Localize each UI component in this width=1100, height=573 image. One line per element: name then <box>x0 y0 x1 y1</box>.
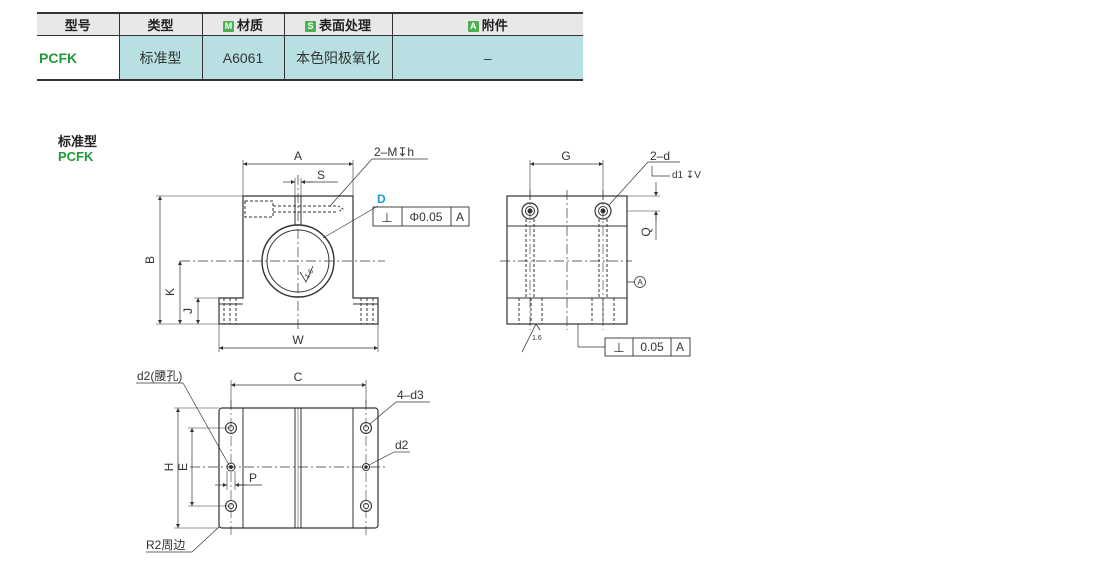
dim-g-label: G <box>561 149 570 163</box>
cell-accessory: – <box>391 35 583 81</box>
hole-d1-label: d1 ↧V <box>672 170 701 181</box>
dim-w-label: W <box>292 333 304 347</box>
table-row: PCFK 标准型 A6061 本色阳极氧化 – <box>37 35 583 81</box>
perpendicularity-icon: ⊥ <box>381 210 392 225</box>
side-view <box>500 160 691 357</box>
top-view <box>136 380 430 553</box>
front-view-labels: A S 2–M↧h D ⊥ Φ0.05 A B K J W 1.6 <box>143 145 464 347</box>
cell-surface: 本色阳极氧化 <box>283 35 393 81</box>
header-accessory-label: 附件 <box>481 18 508 33</box>
dim-d-label: D <box>377 192 386 206</box>
side-view-labels: G 2–d d1 ↧V Q A 1.6 ⊥ 0.05 A <box>532 149 701 355</box>
hole-thread-label: 2–M↧h <box>374 145 414 159</box>
datum-a-marker: A <box>637 278 643 287</box>
tolerance-datum: A <box>456 210 464 224</box>
accessory-tag-icon: A <box>467 21 479 32</box>
drawing-title: 标准型 PCFK <box>58 134 97 164</box>
hole-d2-label: d2 <box>395 438 409 452</box>
dim-s-label: S <box>317 168 325 182</box>
dim-c-label: C <box>294 370 303 384</box>
dim-p-label: P <box>249 471 257 485</box>
side-perpendicularity-icon: ⊥ <box>613 340 624 355</box>
dim-a-label: A <box>294 149 302 163</box>
header-type: 类型 <box>118 12 203 36</box>
dim-q-label: Q <box>639 227 653 236</box>
header-model: 型号 <box>37 12 120 36</box>
front-view <box>156 158 470 352</box>
surface-tag-icon: S <box>304 21 316 32</box>
dim-h-label: H <box>162 463 176 472</box>
drawing-title-type: 标准型 <box>58 134 98 149</box>
side-tolerance-datum: A <box>676 340 684 354</box>
cell-type: 标准型 <box>118 35 203 81</box>
slot-d2-label: d2(腰孔) <box>137 369 182 383</box>
fillet-r2-label: R2周边 <box>146 538 185 552</box>
dim-j-label: J <box>181 308 195 314</box>
top-view-labels: C d2(腰孔) 4–d3 d2 H E P R2周边 <box>137 369 424 552</box>
tolerance-value: Φ0.05 <box>410 210 443 224</box>
hole-d3-label: 4–d3 <box>397 388 424 402</box>
hole-d-label: 2–d <box>650 149 670 163</box>
dim-b-label: B <box>143 256 157 264</box>
dim-k-label: K <box>163 288 177 296</box>
header-material-label: 材质 <box>236 18 263 33</box>
header-surface-label: 表面处理 <box>318 18 371 33</box>
drawing-title-model: PCFK <box>58 149 94 164</box>
side-tolerance-value: 0.05 <box>640 340 664 354</box>
roughness-value: 1.6 <box>304 268 315 280</box>
side-roughness-value: 1.6 <box>532 335 542 342</box>
material-tag-icon: M <box>222 21 234 32</box>
dim-e-label: E <box>176 463 190 471</box>
cell-model: PCFK <box>37 35 120 81</box>
cell-material: A6061 <box>201 35 285 81</box>
